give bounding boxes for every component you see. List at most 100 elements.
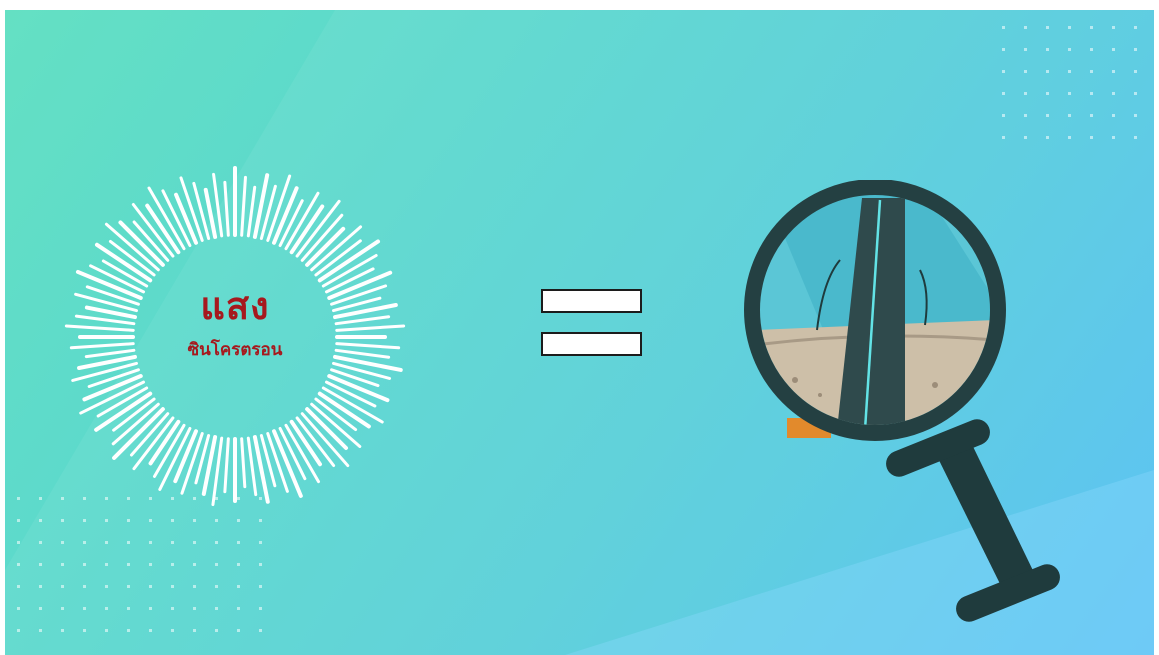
decorative-dot <box>83 585 86 588</box>
decorative-dot <box>39 497 42 500</box>
decorative-dot <box>1068 114 1071 117</box>
decorative-dot <box>1068 26 1071 29</box>
decorative-dot <box>61 541 64 544</box>
decorative-dot <box>149 607 152 610</box>
decorative-dot <box>149 541 152 544</box>
decorative-dot <box>1046 92 1049 95</box>
decorative-dot <box>83 607 86 610</box>
decorative-dot <box>1024 70 1027 73</box>
decorative-dot <box>1024 136 1027 139</box>
decorative-dot <box>1134 70 1137 73</box>
decorative-dot <box>193 607 196 610</box>
decorative-dot <box>215 563 218 566</box>
decorative-dot <box>149 563 152 566</box>
decorative-dot <box>1046 114 1049 117</box>
sunburst-ray <box>106 224 158 269</box>
decorative-dot <box>105 541 108 544</box>
decorative-dot <box>215 585 218 588</box>
decorative-dot <box>127 563 130 566</box>
decorative-dot <box>259 607 262 610</box>
decorative-dot <box>1112 70 1115 73</box>
decorative-dot <box>17 607 20 610</box>
decorative-dot <box>83 629 86 632</box>
decorative-dot <box>1090 92 1093 95</box>
decorative-dot <box>215 629 218 632</box>
decorative-dot <box>149 629 152 632</box>
decorative-dot <box>259 629 262 632</box>
decorative-dot <box>1134 92 1137 95</box>
decorative-dot <box>61 629 64 632</box>
equals-bar-bottom <box>541 332 642 356</box>
decorative-dot <box>237 563 240 566</box>
decorative-dot <box>39 519 42 522</box>
decorative-dot <box>127 585 130 588</box>
decorative-dot <box>61 519 64 522</box>
decorative-dot <box>237 541 240 544</box>
decorative-dot <box>1046 136 1049 139</box>
decorative-dot <box>215 519 218 522</box>
magnifying-glass-icon <box>725 180 1145 640</box>
sunburst-ray <box>71 344 133 348</box>
decorative-dot <box>1134 114 1137 117</box>
decorative-dot <box>193 519 196 522</box>
decorative-dot <box>1112 48 1115 51</box>
decorative-dot <box>39 585 42 588</box>
decorative-dot <box>215 541 218 544</box>
decorative-dot <box>1068 48 1071 51</box>
decorative-dot <box>1068 70 1071 73</box>
decorative-dot <box>1090 48 1093 51</box>
decorative-dot <box>259 563 262 566</box>
equals-bar-top <box>541 289 642 313</box>
sunburst-ray <box>337 344 399 348</box>
decorative-dot <box>171 563 174 566</box>
title-sub: ซินโครตรอน <box>125 340 345 360</box>
decorative-dot <box>171 607 174 610</box>
decorative-dot <box>39 629 42 632</box>
decorative-dot <box>193 563 196 566</box>
decorative-dot <box>83 563 86 566</box>
decorative-dot <box>1046 70 1049 73</box>
decorative-dot <box>127 519 130 522</box>
sunburst-ray <box>242 177 246 235</box>
decorative-dot <box>1090 136 1093 139</box>
sunburst-ray <box>248 187 254 236</box>
decorative-dot <box>1134 48 1137 51</box>
decorative-dot <box>1134 136 1137 139</box>
decorative-dot <box>17 497 20 500</box>
decorative-dot <box>1024 26 1027 29</box>
sunburst-ray <box>337 326 404 330</box>
sunburst-ray <box>302 414 347 466</box>
decorative-dot <box>1024 48 1027 51</box>
decorative-dot <box>259 541 262 544</box>
decorative-dot <box>39 563 42 566</box>
decorative-dot <box>237 519 240 522</box>
decorative-dot <box>1134 26 1137 29</box>
decorative-dot <box>17 563 20 566</box>
decorative-dot <box>1090 70 1093 73</box>
decorative-dot <box>83 519 86 522</box>
decorative-dot <box>171 541 174 544</box>
decorative-dot <box>127 629 130 632</box>
scene: แสง ซินโครตรอน <box>5 10 1154 655</box>
decorative-dot <box>1002 48 1005 51</box>
decorative-dot <box>105 629 108 632</box>
decorative-dot <box>1024 92 1027 95</box>
decorative-dot <box>1002 70 1005 73</box>
decorative-dot <box>237 607 240 610</box>
decorative-dot <box>193 585 196 588</box>
decorative-dot <box>1046 26 1049 29</box>
decorative-dot <box>1046 48 1049 51</box>
sunburst-ray <box>225 439 228 492</box>
decorative-dot <box>39 607 42 610</box>
decorative-dot <box>105 607 108 610</box>
decorative-dot <box>1002 26 1005 29</box>
decorative-dot <box>1090 26 1093 29</box>
sunburst-icon <box>55 157 415 517</box>
decorative-dot <box>259 519 262 522</box>
magnifier-handle <box>882 415 1064 625</box>
decorative-dot <box>215 607 218 610</box>
decorative-dot <box>17 519 20 522</box>
decorative-dot <box>259 585 262 588</box>
decorative-dot <box>237 585 240 588</box>
sunburst-ray <box>66 326 133 330</box>
